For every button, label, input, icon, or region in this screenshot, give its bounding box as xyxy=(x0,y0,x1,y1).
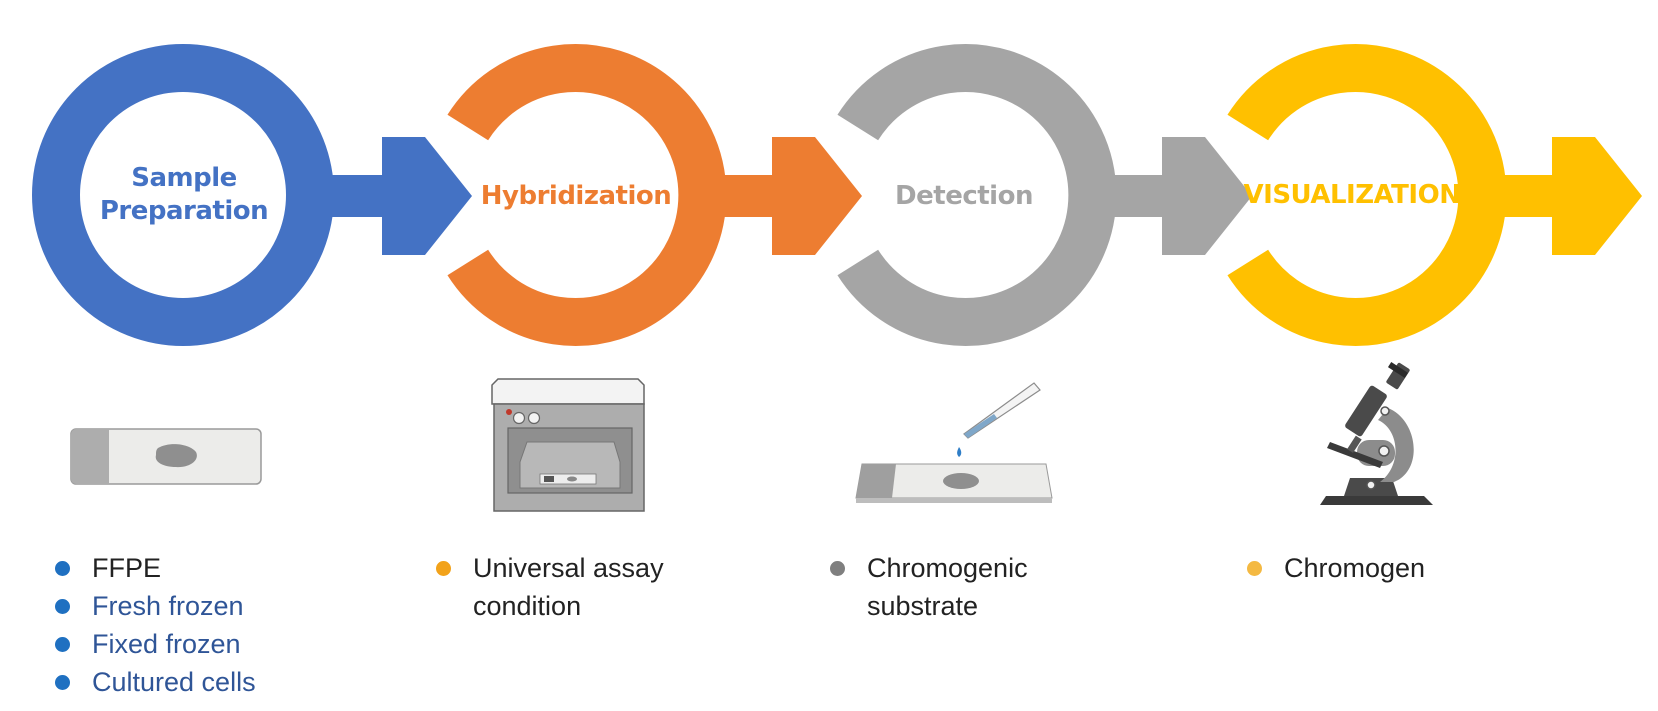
list-item: FFPE xyxy=(50,549,256,587)
arrow-right-icon xyxy=(1110,137,1252,255)
step-hybridization: Hybridization xyxy=(447,44,862,346)
hybridization-oven-icon xyxy=(491,378,645,512)
step-ring-orange xyxy=(447,44,727,346)
step-detection: Detection xyxy=(837,44,1252,346)
pipette-on-slide-icon xyxy=(855,382,1053,503)
chromogen-text: Chromogen xyxy=(1284,553,1426,583)
detection-substrate: Chromogenic substrate xyxy=(825,549,1028,625)
step-ring-gray xyxy=(837,44,1117,346)
bullet-dot-icon xyxy=(436,561,451,576)
bullet-dot-icon xyxy=(55,561,70,576)
step-title-line2: Preparation xyxy=(100,196,268,226)
hybridization-condition: Universal assay condition xyxy=(431,549,664,625)
arrow-right-icon xyxy=(1500,137,1642,255)
list-item-text: Cultured cells xyxy=(92,667,256,697)
step-title-line1: Sample xyxy=(131,163,237,193)
list-item: Fixed frozen xyxy=(50,625,256,663)
list-item-text: Fresh frozen xyxy=(92,591,244,621)
substrate-line1: Chromogenic xyxy=(867,553,1028,583)
bullet-dot-icon xyxy=(1247,561,1262,576)
step-title: VISUALIZATION xyxy=(1244,180,1461,210)
step-title: Hybridization xyxy=(481,181,671,211)
list-item: Fresh frozen xyxy=(50,587,256,625)
arrow-right-icon xyxy=(720,137,862,255)
bullet-dot-icon xyxy=(55,675,70,690)
list-item-text: Fixed frozen xyxy=(92,629,241,659)
sample-types-list: FFPE Fresh frozen Fixed frozen Cultured … xyxy=(50,549,256,701)
bullet-dot-icon xyxy=(830,561,845,576)
step-sample-preparation: Sample Preparation xyxy=(32,44,472,346)
bullet-dot-icon xyxy=(55,637,70,652)
bullet-dot-icon xyxy=(55,599,70,614)
glass-slide-icon xyxy=(70,428,262,485)
list-item-text: FFPE xyxy=(92,553,162,583)
arrow-right-icon xyxy=(330,137,472,255)
step-ring-blue xyxy=(32,44,334,346)
step-ring-yellow xyxy=(1227,44,1507,346)
condition-line1: Universal assay xyxy=(473,553,664,583)
list-item: Cultured cells xyxy=(50,663,256,701)
substrate-line2: substrate xyxy=(867,591,979,621)
step-visualization: VISUALIZATION xyxy=(1227,44,1642,346)
microscope-icon xyxy=(1320,362,1433,505)
step-title: Detection xyxy=(895,181,1033,211)
visualization-chromogen: Chromogen xyxy=(1242,549,1425,587)
condition-line2: condition xyxy=(473,591,582,621)
